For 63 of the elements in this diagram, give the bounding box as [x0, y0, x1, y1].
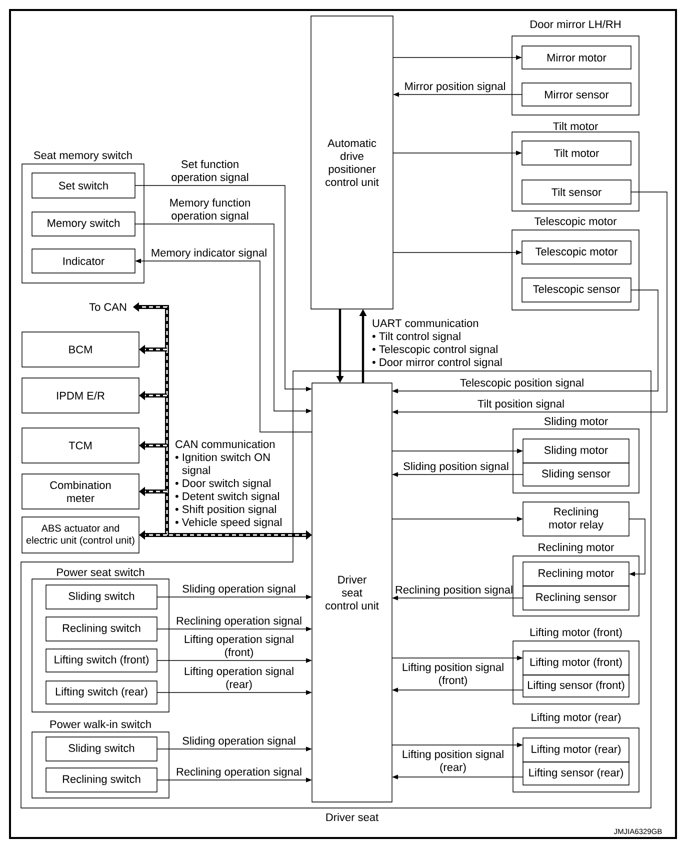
- node-label: Sliding motor: [544, 417, 608, 428]
- component-box: Lifting sensor (rear): [522, 762, 630, 786]
- switch-box: Lifting switch (front): [46, 648, 158, 672]
- edge-label: Lifting position signal (rear): [402, 750, 504, 774]
- node-label: Power walk-in switch: [50, 720, 151, 728]
- edge-label: Set function operation signal: [172, 160, 248, 184]
- edge-label: Sliding operation signal: [182, 584, 296, 595]
- edge-label: Reclining position signal: [396, 586, 512, 596]
- module-box: ABS actuator and electric unit (control unit): [22, 516, 140, 554]
- switch-box: Sliding switch: [46, 736, 158, 762]
- node-label: Power seat switch: [57, 568, 144, 576]
- component-box: Tilt sensor: [522, 180, 632, 204]
- module-box: BCM: [22, 332, 140, 368]
- edge-label: UART communication • Tilt control signal • Telescopic control signal • Door mirror control signal: [372, 319, 502, 368]
- control-unit-box: Driver seat control unit: [312, 382, 392, 802]
- node-label: Lifting motor (rear): [532, 713, 621, 724]
- component-box: Mirror sensor: [522, 82, 632, 106]
- component-box: Sliding motor: [522, 438, 630, 464]
- component-box: Telescopic motor: [522, 240, 632, 264]
- component-box: Lifting sensor (front): [522, 674, 630, 698]
- bus-end-label: To CAN: [89, 303, 126, 311]
- control-unit-box: Automatic drive positioner control unit: [310, 16, 394, 310]
- edge-label: Reclining operation signal: [176, 616, 302, 627]
- node-label: Seat memory switch: [34, 151, 132, 162]
- edge-label: Memory indicator signal: [152, 248, 266, 259]
- switch-box: Sliding switch: [46, 584, 158, 610]
- edge-label: Tilt position signal: [478, 400, 564, 410]
- component-box: Sliding sensor: [522, 462, 630, 486]
- indicator-box: Indicator: [32, 248, 136, 274]
- component-box: Tilt motor: [522, 140, 632, 166]
- module-box: TCM: [22, 428, 140, 464]
- bus-trunk: [165, 349, 169, 535]
- switch-box: Set switch: [32, 172, 136, 198]
- signal-arrow: [628, 518, 646, 576]
- edge-label: Memory function operation signal: [170, 198, 250, 222]
- edge-label: Sliding position signal: [404, 462, 508, 472]
- edge-label: Lifting operation signal (front): [184, 635, 294, 658]
- component-box: Mirror motor: [522, 46, 632, 70]
- switch-box: Lifting switch (rear): [46, 680, 158, 704]
- node-label: Tilt motor: [553, 122, 598, 130]
- component-box: Lifting motor (rear): [522, 738, 630, 762]
- node-label: Door mirror LH/RH: [530, 20, 620, 28]
- component-box: Reclining motor: [522, 562, 630, 586]
- edge-label: Lifting position signal (front): [402, 663, 504, 686]
- node-label: Reclining motor: [538, 543, 614, 554]
- edge-label: Sliding operation signal: [182, 736, 296, 747]
- edge-label: Mirror position signal: [405, 82, 505, 92]
- switch-box: Memory switch: [32, 212, 136, 236]
- node-label: Driver seat: [326, 813, 378, 822]
- module-box: Combination meter: [22, 474, 140, 510]
- component-box: Lifting motor (front): [522, 650, 630, 676]
- switch-box: Reclining switch: [46, 616, 158, 642]
- edge-label: Reclining operation signal: [176, 768, 302, 778]
- switch-box: Reclining switch: [46, 768, 158, 792]
- component-box: Reclining sensor: [522, 586, 630, 610]
- edge-label: Lifting operation signal (rear): [184, 667, 294, 690]
- edge-label: Telescopic position signal: [460, 378, 584, 389]
- relay-box: Reclining motor relay: [522, 502, 630, 536]
- component-box: Telescopic sensor: [522, 278, 632, 302]
- edge-label: CAN communication • Ignition switch ON signal • Door switch signal • Detent switch signal • Shift position signal • Vehicle speed signal: [175, 440, 282, 528]
- node-label: Telescopic motor: [534, 217, 617, 228]
- node-label: Lifting motor (front): [530, 628, 622, 638]
- module-box: IPDM E/R: [22, 378, 140, 414]
